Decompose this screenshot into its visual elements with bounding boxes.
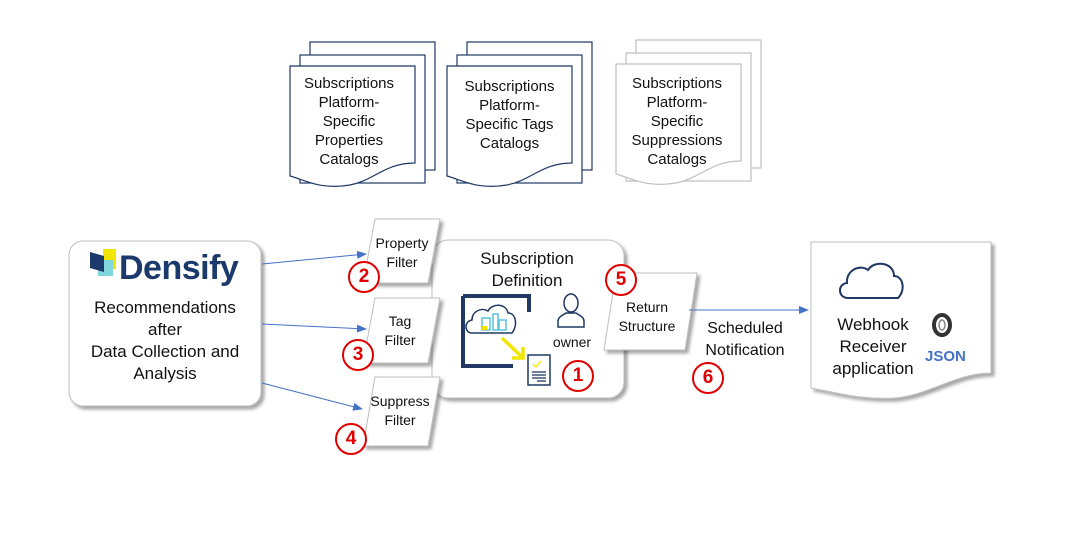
source-box [68,240,262,407]
owner-person-icon [557,293,585,328]
owner-label: owner [552,334,592,350]
json-logo-icon [932,313,952,337]
catalog-document-shape [289,65,416,187]
subscription-definition-icon [461,294,551,386]
webhook-cloud-icon [839,262,904,299]
arrow-to-tag-filter [261,323,367,333]
arrow-to-property-filter [261,250,367,265]
densify-logo-text: Densify [119,249,239,287]
step-badge-3: 3 [342,339,374,371]
step-badge-5: 5 [605,264,637,296]
json-label: JSON [925,348,966,365]
catalog-tags-stack [446,41,593,187]
step-badge-6: 6 [692,362,724,394]
step-badge-4: 4 [335,423,367,455]
catalog-document-shape [446,65,573,187]
catalog-properties-stack [289,41,436,187]
densify-logo-icon [90,249,116,276]
catalog-document-shape [615,63,742,185]
step-badge-2: 2 [348,261,380,293]
step-badge-1: 1 [562,360,594,392]
suppress-filter-shape [362,376,441,447]
yellow-arrow-icon [512,347,525,360]
catalog-suppressions-stack [615,39,762,185]
arrow-to-suppress-filter [261,382,363,411]
